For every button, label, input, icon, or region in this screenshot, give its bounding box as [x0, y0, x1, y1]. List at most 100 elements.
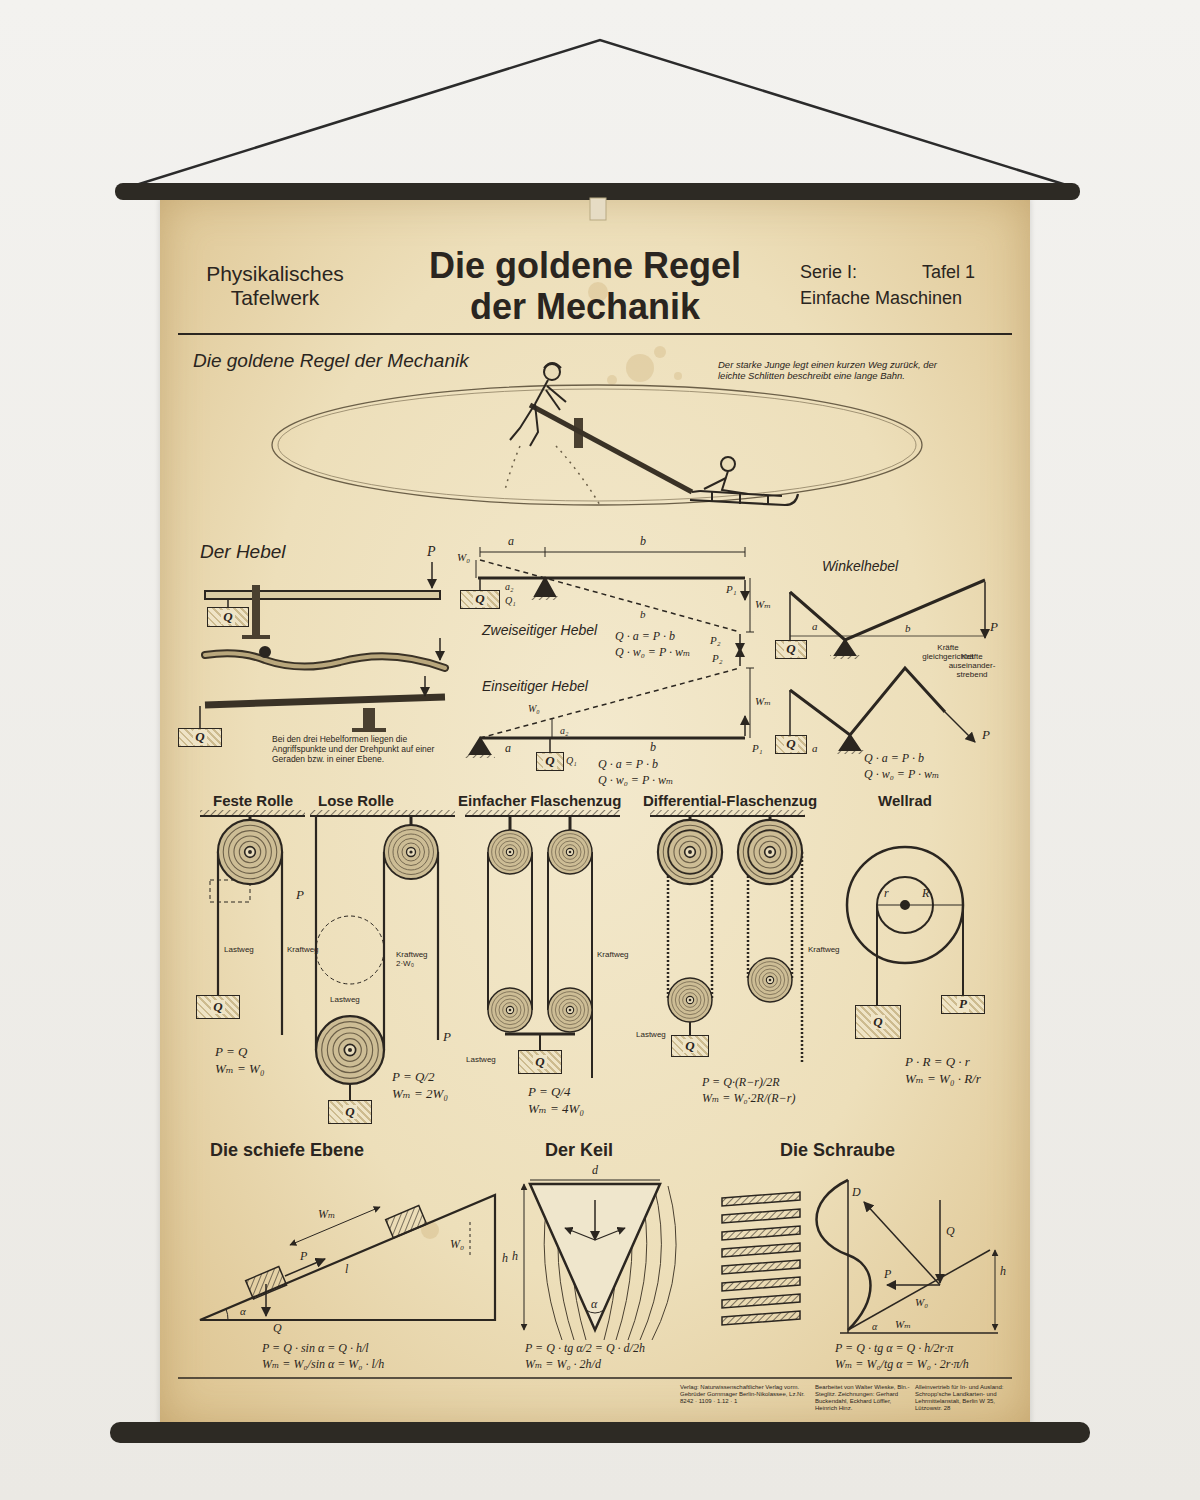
- weight-box: Q: [207, 607, 249, 627]
- imprint-text: Bearbeitet von Walter Wieske, Bln.-Stegl…: [815, 1384, 910, 1412]
- section-heading: Der Hebel: [200, 541, 286, 563]
- symbol-label: Q₁: [566, 755, 577, 767]
- weight-label: Q: [473, 592, 486, 606]
- symbol-label: α: [240, 1305, 246, 1318]
- section-heading: Zweiseitiger Hebel: [482, 622, 597, 638]
- section-heading: Die schiefe Ebene: [210, 1140, 364, 1161]
- symbol-label: P₁: [752, 742, 763, 755]
- path-label: Lastweg: [224, 945, 254, 954]
- symbol-label: W₀: [915, 1296, 928, 1309]
- formula: P · R = Q · r: [905, 1055, 970, 1070]
- formula: Wₘ = W₀ · 2h/d: [525, 1358, 601, 1372]
- header-text: Einfache Maschinen: [800, 288, 962, 309]
- poster-title: Die goldene Regel der Mechanik: [405, 245, 765, 328]
- weight-label: Q: [533, 1055, 546, 1069]
- note-text: Bei den drei Hebelformen liegen die Angr…: [272, 735, 447, 764]
- weight-label: Q: [343, 1105, 356, 1119]
- weight-box: Q: [328, 1100, 372, 1124]
- section-heading: Feste Rolle: [213, 792, 293, 809]
- weight-box: Q: [518, 1050, 562, 1074]
- formula: Wₘ = W₀: [215, 1062, 264, 1077]
- section-heading: Der Keil: [545, 1140, 613, 1161]
- weight-box: Q: [855, 1005, 901, 1039]
- formula: P = Q · tg α = Q · h/2r·π: [835, 1342, 953, 1356]
- symbol-label: W₀: [528, 703, 540, 715]
- path-label: Kraftweg 2·W₀: [396, 950, 434, 968]
- formula: P = Q · tg α/2 = Q · d/2h: [525, 1342, 645, 1356]
- section-heading: Die Schraube: [780, 1140, 895, 1161]
- symbol-label: P: [990, 620, 998, 635]
- weight-box: Q: [536, 752, 564, 771]
- symbol-label: Q₁: [505, 595, 516, 607]
- formula: P = Q/4: [528, 1085, 570, 1100]
- header-text: Tafel 1: [922, 262, 975, 283]
- formula: P = Q: [215, 1045, 247, 1060]
- formula: Wₘ = W₀/tg α = W₀ · 2r·π/h: [835, 1358, 969, 1372]
- note-text: Der starke Junge legt einen kurzen Weg z…: [718, 360, 958, 382]
- symbol-label: P: [884, 1268, 891, 1282]
- section-heading: Winkelhebel: [822, 558, 898, 574]
- path-label: Lastweg: [636, 1030, 666, 1039]
- weight-label: Q: [784, 737, 797, 751]
- symbol-label: a: [508, 535, 514, 549]
- weight-box: Q: [671, 1035, 709, 1057]
- note-text: Kräfte auseinander- strebend: [942, 652, 1002, 680]
- weight-label: Q: [193, 730, 206, 744]
- symbol-label: b: [650, 741, 656, 755]
- symbol-label: Wₘ: [895, 1318, 911, 1331]
- header-text: Physikalisches Tafelwerk: [180, 262, 370, 310]
- header-text: Serie I:: [800, 262, 857, 283]
- imprint-text: Alleinvertrieb für In- und Ausland: Schr…: [915, 1384, 1015, 1412]
- symbol-label: W₀: [450, 1238, 464, 1252]
- formula: Q · w₀ = P · wₘ: [864, 768, 939, 782]
- formula: Wₘ = 4W₀: [528, 1102, 584, 1117]
- path-label: Kraftweg: [597, 950, 629, 959]
- weight-box: Q: [178, 728, 222, 747]
- symbol-label: h: [512, 1250, 518, 1264]
- symbol-label: Wₘ: [318, 1208, 335, 1222]
- formula: Wₘ = W₀/sin α = W₀ · l/h: [262, 1358, 384, 1372]
- formula: P = Q · sin α = Q · h/l: [262, 1342, 369, 1356]
- symbol-label: P: [443, 1030, 451, 1045]
- formula: P = Q·(R−r)/2R: [702, 1076, 780, 1090]
- formula: P = Q/2: [392, 1070, 434, 1085]
- symbol-label: a₂: [560, 725, 568, 737]
- symbol-label: P: [300, 1250, 307, 1264]
- formula: Wₘ = W₀·2R/(R−r): [702, 1092, 795, 1106]
- weight-label: Q: [683, 1039, 696, 1053]
- symbol-label: a: [505, 742, 511, 756]
- symbol-label: P: [982, 728, 990, 743]
- symbol-label: h: [1000, 1265, 1006, 1279]
- weight-box: Q: [775, 735, 807, 754]
- section-heading: Einseitiger Hebel: [482, 678, 588, 694]
- weight-label: Q: [211, 1000, 224, 1014]
- formula: Wₘ = 2W₀: [392, 1087, 448, 1102]
- symbol-label: a: [812, 742, 818, 755]
- imprint-text: Verlag: Naturwissenschaftlicher Verlag v…: [680, 1384, 810, 1405]
- path-label: Kraftweg: [287, 945, 319, 954]
- formula: Q · w₀ = P · wₘ: [615, 646, 690, 660]
- formula: Wₘ = W₀ · R/r: [905, 1072, 981, 1087]
- weight-label: Q: [784, 642, 797, 656]
- symbol-label: d: [592, 1164, 598, 1178]
- section-heading: Lose Rolle: [318, 792, 394, 809]
- weight-box: Q: [196, 995, 240, 1019]
- symbol-label: P₂: [710, 634, 721, 647]
- weight-box: P: [941, 995, 985, 1014]
- formula: Q · a = P · b: [598, 758, 658, 772]
- symbol-label: W₀: [457, 551, 470, 564]
- symbol-label: Q: [273, 1322, 282, 1336]
- weight-label: Q: [871, 1015, 884, 1029]
- symbol-label: Wₘ: [755, 598, 771, 611]
- section-heading: Differential-Flaschenzug: [643, 792, 817, 809]
- section-heading: Wellrad: [878, 792, 932, 809]
- symbol-label: R: [922, 887, 929, 901]
- symbol-label: b: [905, 622, 911, 635]
- symbol-label: α: [872, 1321, 877, 1333]
- symbol-label: a₂: [505, 581, 513, 593]
- symbol-label: r: [884, 887, 889, 901]
- formula: Q · a = P · b: [615, 630, 675, 644]
- path-label: Kraftweg: [808, 945, 840, 954]
